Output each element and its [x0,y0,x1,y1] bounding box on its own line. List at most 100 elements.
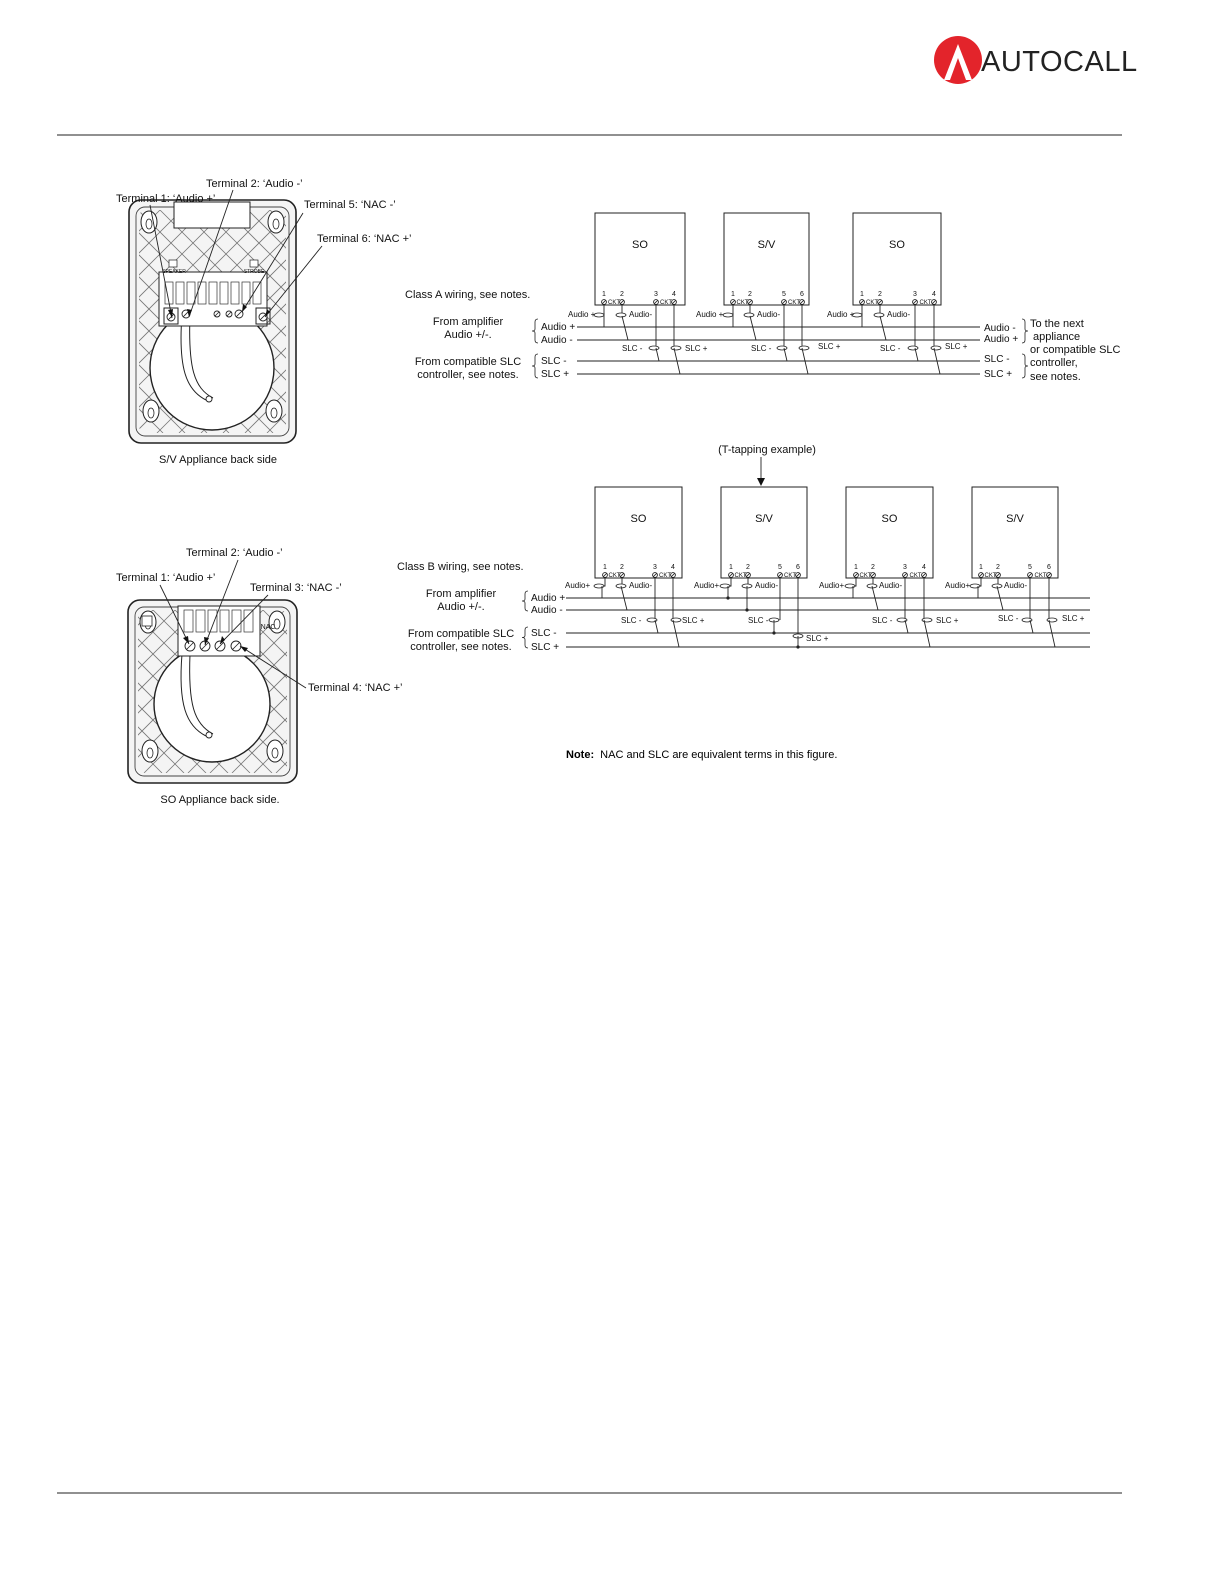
note-text: NAC and SLC are equivalent terms in this… [600,749,837,761]
tap-line [801,347,809,375]
wire-connector-icon [1046,617,1058,623]
tap-line [620,585,628,611]
terminal-screw-slot [186,642,194,650]
logo-circle-icon [934,36,982,84]
terminal-number: 2 [748,291,752,298]
callout-terminal-1: Terminal 1: ‘Audio +’ [116,572,215,584]
top-tab [173,201,251,229]
figure-note: Note: NAC and SLC are equivalent terms i… [566,749,837,761]
device-box [594,212,686,306]
tap-line [923,619,931,648]
lead-wire [189,653,214,735]
terminal-number: 2 [871,564,875,571]
class-b-left-wire-label: Audio + [531,593,565,604]
terminal-screw-slot [167,313,175,321]
lattice-line [231,610,287,773]
device-type-label: S/V [1006,513,1024,525]
terminal-slot [186,281,196,305]
terminal-screw-slot [603,573,607,577]
lattice-line [203,210,286,433]
class-a-wiring-diagram: Class A wiring, see notes.From amplifier… [405,212,1121,383]
terminal-slot [183,609,194,633]
wire-connector-icon [969,583,981,589]
lattice-line [159,210,286,433]
junction-dot [745,608,749,612]
ckt-label: CKT [784,573,796,579]
terminal-screw-slot [654,300,658,304]
device-type-label: SO [632,239,648,251]
audio-minus-wire-label: Audio- [879,581,902,590]
lattice-line [225,210,286,433]
ckt-label: CKT [860,573,872,579]
terminal-screw-slot [259,313,267,321]
logo-wordmark: AUTOCALL [981,46,1138,78]
terminal-screw-slot [653,573,657,577]
to-next-label: see notes. [1030,371,1081,383]
wire-connector-icon [615,312,627,318]
lattice-line [0,210,116,433]
mounting-slot-icon [273,618,281,630]
lattice-line [240,610,287,773]
terminal-screw-slot [731,300,735,304]
lattice-line [0,610,43,773]
device-type-label: SO [631,513,647,525]
lattice-line [138,610,141,773]
wire-connector-icon [1021,617,1033,623]
lattice-line [138,610,176,773]
so-caption: SO Appliance back side. [160,794,279,806]
terminal-screw-slot [1047,573,1051,577]
terminal-number: 1 [854,564,858,571]
from-slc-label: controller, see notes. [417,369,519,381]
class-a-right-wire-label: Audio - [984,323,1016,334]
speaker-marking: SPEAKER [162,269,186,275]
wire-connector-icon [798,345,810,351]
to-next-label: appliance [1033,331,1080,343]
class-a-right-wire-label: Audio + [984,334,1018,345]
terminal-screw-slot [729,573,733,577]
tap-line [655,347,660,362]
logo-letter-a-icon [944,44,972,80]
slc-minus-wire-label: SLC - [622,344,643,353]
terminal-slot [195,609,206,633]
audio-minus-wire-label: Audio- [629,310,652,319]
lattice-line [0,210,6,433]
brace-mark [1021,353,1029,379]
nac-marking: NAC [261,624,276,631]
lattice-line [247,210,286,433]
terminal-screw-slot [878,300,882,304]
brace-mark [1021,318,1029,344]
tap-line [621,315,629,341]
leader-arrow-icon [240,646,248,652]
ckt-label: CKT [735,573,747,579]
wire-connector-icon [896,617,908,623]
callout-terminal-1: Terminal 1: ‘Audio +’ [116,193,215,205]
tap-line [749,315,757,341]
leader-arrow-icon [220,636,225,644]
leader-line [264,245,323,318]
terminal-number: 1 [603,564,607,571]
tap-line [672,619,680,648]
tap-line [914,347,919,362]
brace-mark [521,626,529,649]
from-slc-label: From compatible SLC [408,628,514,640]
wire-connector-icon [648,345,660,351]
device-box [852,212,942,306]
lattice-line [0,610,65,773]
class-b-left-wire-label: SLC - [531,628,557,639]
audio-plus-wire-label: Audio+ [945,581,970,590]
device-type-label: SO [882,513,898,525]
terminal-screw-slot [232,642,240,650]
terminal-number: 3 [903,564,907,571]
lead-wire-end [205,731,213,739]
terminal-slot [252,281,262,305]
leader-arrow-icon [204,637,209,645]
wire-connector-icon [670,345,682,351]
junction-dot [726,596,730,600]
lattice-line [0,610,21,773]
terminal-number: 3 [653,564,657,571]
slc-minus-wire-label: SLC - [880,344,901,353]
terminal-number: 1 [979,564,983,571]
audio-minus-wire-label: Audio- [1004,581,1027,590]
